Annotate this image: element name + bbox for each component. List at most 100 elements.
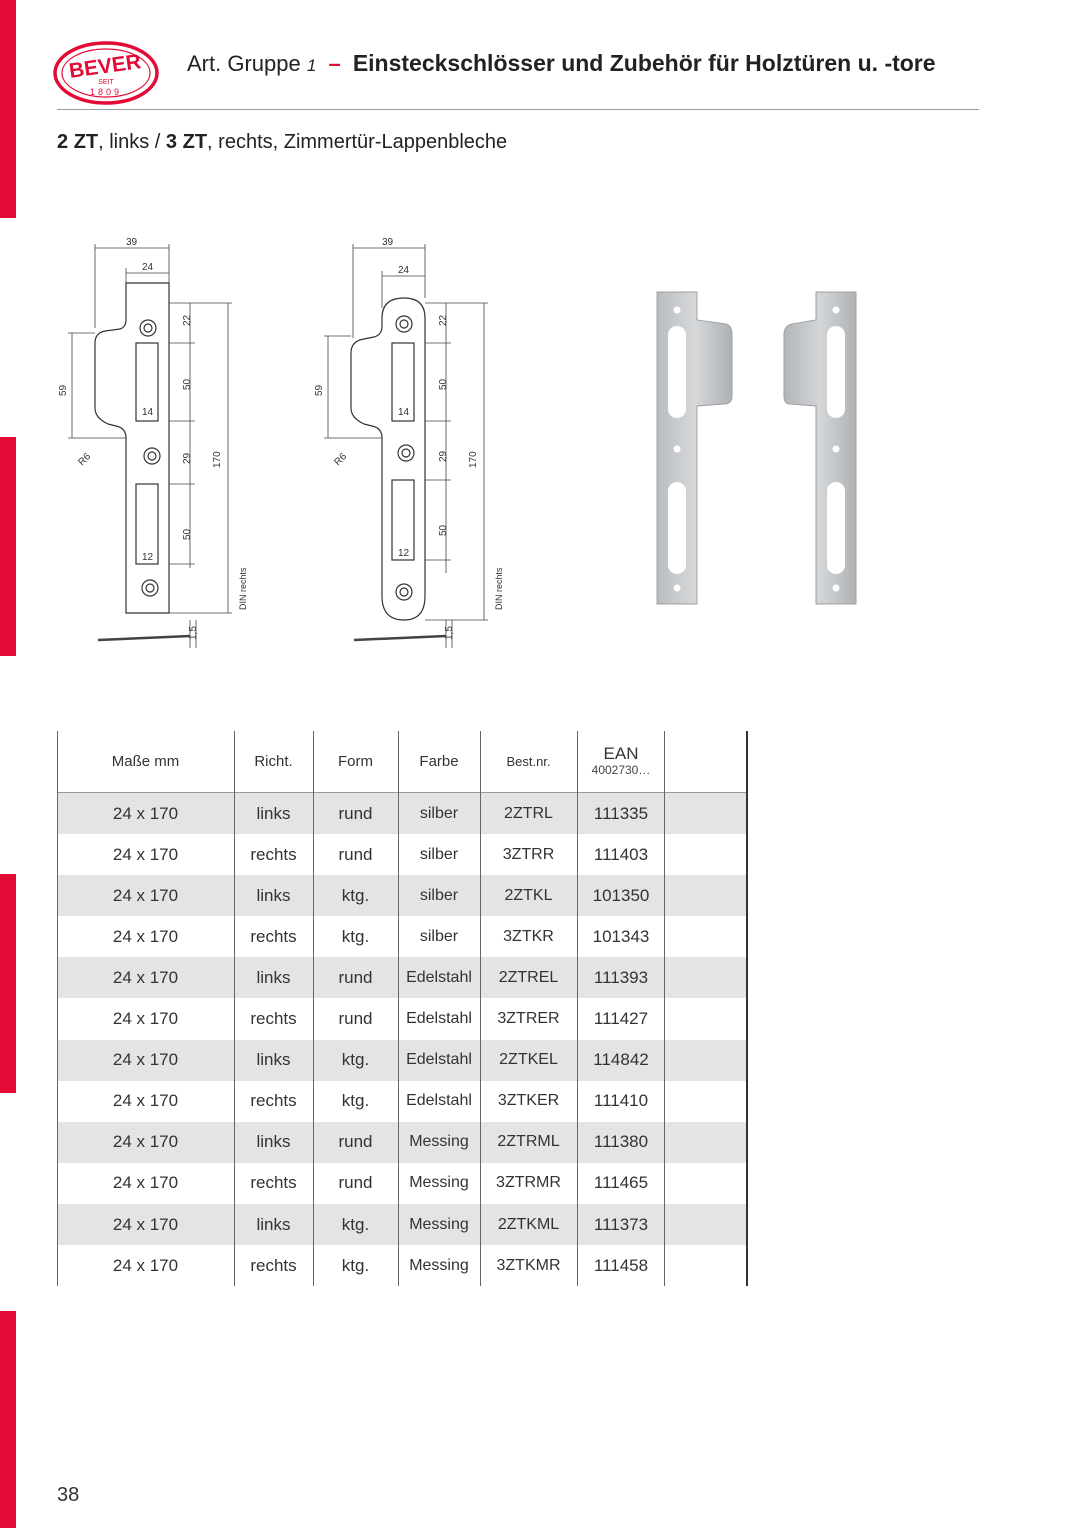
cell-richt: rechts — [250, 1091, 297, 1111]
cell-form: ktg. — [341, 1050, 370, 1070]
cell-ean: 111403 — [593, 844, 649, 864]
cell-farbe: Messing — [409, 1215, 469, 1233]
cell-bestnr: 2ZTRL — [504, 804, 553, 822]
cell-richt: links — [256, 803, 291, 823]
cell-bestnr: 2ZTKML — [497, 1215, 560, 1233]
cell-masse: 24 x 170 — [112, 1132, 179, 1152]
cell-form: rund — [338, 1009, 373, 1028]
header-ean: EAN 4002730… — [577, 731, 665, 791]
cell-bestnr: 2ZTKEL — [499, 1051, 558, 1069]
table-header: Maße mm Richt. Form Farbe Best.nr. EAN 4… — [57, 731, 747, 791]
header-divider — [57, 792, 747, 793]
cell-farbe: silber — [419, 927, 459, 945]
red-margin-bar-1 — [0, 0, 16, 218]
col-line-4 — [480, 731, 481, 1286]
col-line-0 — [57, 731, 58, 1286]
cell-ean: 111465 — [593, 1173, 649, 1193]
col-line-6 — [664, 731, 665, 1286]
cell-ean: 111410 — [593, 1091, 649, 1111]
cell-farbe: Messing — [409, 1174, 469, 1192]
cell-farbe: silber — [419, 845, 459, 863]
dim-29: 29 — [182, 452, 193, 464]
technical-drawing-square: 39 24 22 50 29 50 170 59 14 12 R6 1,5 DI… — [58, 237, 248, 648]
dim-24: 24 — [142, 262, 154, 273]
dim-r6: R6 — [76, 451, 93, 468]
dim-50-a: 50 — [438, 378, 449, 390]
cell-bestnr: 3ZTRMR — [496, 1174, 561, 1192]
din-rechts-label: DIN rechts — [238, 567, 248, 610]
cell-richt: rechts — [250, 1009, 297, 1028]
dim-12: 12 — [398, 548, 410, 559]
bever-logo: BEVER SEIT 1809 — [53, 41, 159, 105]
cell-masse: 24 x 170 — [112, 1214, 179, 1234]
header-title: Einsteckschlösser und Zubehör für Holztü… — [352, 50, 936, 76]
cell-form: rund — [338, 803, 373, 823]
cell-farbe: Edelstahl — [406, 1051, 472, 1069]
header-bestnr: Best.nr. — [506, 753, 551, 769]
dim-39: 39 — [382, 237, 394, 248]
dim-14: 14 — [398, 407, 410, 418]
group-number: 1 — [306, 56, 317, 75]
dim-50-b: 50 — [182, 528, 193, 540]
cell-farbe: Edelstahl — [406, 1092, 472, 1110]
dim-thickness: 1,5 — [188, 626, 199, 640]
dim-50-b: 50 — [438, 524, 449, 536]
dim-50-a: 50 — [182, 378, 193, 390]
cell-bestnr: 3ZTKMR — [496, 1256, 561, 1274]
cell-richt: links — [256, 885, 291, 905]
header-form: Form — [338, 752, 373, 770]
red-margin-bar-4 — [0, 1311, 16, 1528]
cell-bestnr: 2ZTRML — [497, 1133, 560, 1151]
subtitle-text-2: , rechts, Zimmertür-Lappenbleche — [207, 131, 508, 153]
red-margin-bar-3 — [0, 874, 16, 1093]
cell-ean: 111393 — [593, 967, 649, 987]
cell-farbe: Edelstahl — [406, 1010, 472, 1027]
header-ean-prefix: 4002730… — [591, 762, 651, 777]
cell-masse: 24 x 170 — [112, 926, 179, 946]
col-line-2 — [313, 731, 314, 1286]
col-line-3 — [398, 731, 399, 1286]
cell-ean: 111335 — [593, 803, 649, 823]
cell-farbe: Messing — [409, 1133, 469, 1151]
cell-bestnr: 3ZTRER — [497, 1010, 560, 1027]
cell-farbe: silber — [419, 804, 459, 822]
cell-bestnr: 2ZTKL — [504, 886, 553, 904]
cell-farbe: Edelstahl — [406, 968, 472, 986]
dim-22: 22 — [182, 314, 193, 326]
cell-masse: 24 x 170 — [112, 1009, 179, 1028]
cell-richt: rechts — [250, 1173, 297, 1193]
cell-richt: rechts — [250, 1255, 297, 1275]
cell-ean: 111427 — [593, 1009, 649, 1028]
logo-since-text: SEIT — [98, 79, 114, 86]
cell-richt: rechts — [250, 926, 297, 946]
strike-plate-photo-right — [783, 291, 857, 605]
header-masse: Maße mm — [111, 752, 180, 770]
technical-drawing-round: 39 24 22 50 29 50 170 59 14 12 R6 1,5 DI… — [314, 237, 504, 648]
cell-richt: links — [256, 1050, 291, 1070]
col-line-7 — [746, 731, 748, 1286]
dim-29: 29 — [438, 450, 449, 462]
col-line-5 — [577, 731, 578, 1286]
cell-farbe: silber — [419, 886, 459, 904]
cell-masse: 24 x 170 — [112, 1091, 179, 1111]
strike-plate-photo-left — [656, 291, 733, 605]
cell-ean: 114842 — [593, 1050, 649, 1070]
cell-form: rund — [338, 1132, 373, 1152]
cell-ean: 111380 — [593, 1132, 649, 1152]
cell-richt: links — [256, 1132, 291, 1152]
cell-masse: 24 x 170 — [112, 967, 179, 987]
subtitle-code-2: ZT — [182, 131, 208, 153]
page-number: 38 — [57, 1484, 80, 1506]
cell-ean: 111458 — [593, 1255, 649, 1275]
cell-masse: 24 x 170 — [112, 1255, 179, 1275]
dim-22: 22 — [438, 314, 449, 326]
cell-bestnr: 2ZTREL — [498, 968, 559, 986]
cell-form: rund — [338, 1173, 373, 1193]
